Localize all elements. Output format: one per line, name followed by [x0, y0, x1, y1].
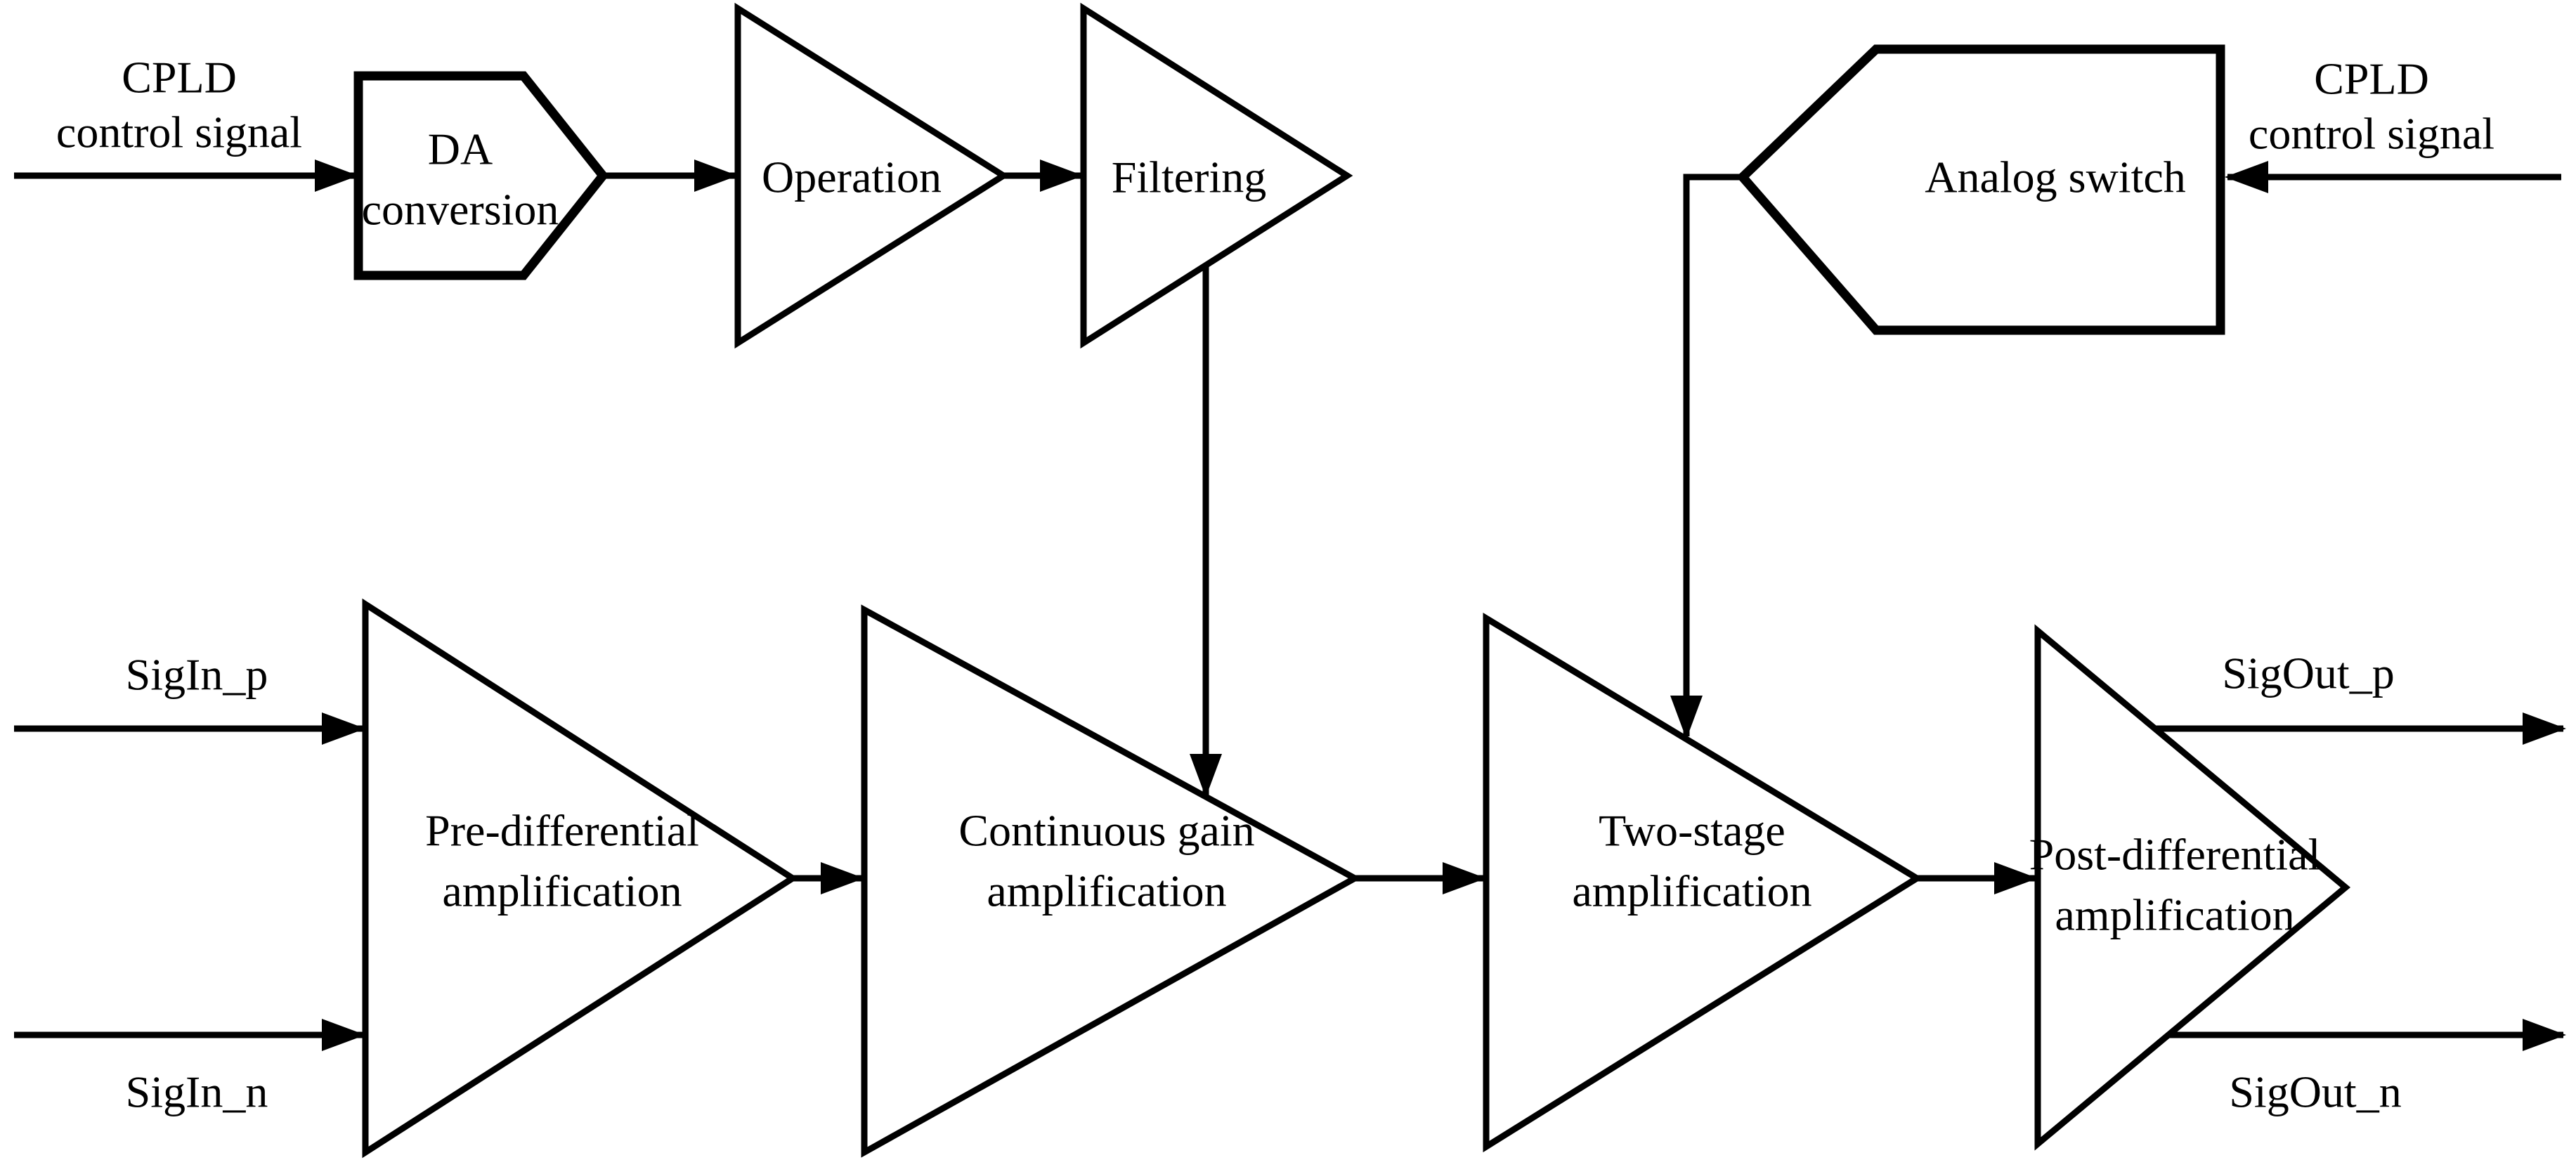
- post-differential-label-line2: amplification: [2055, 890, 2294, 940]
- sigout-p-label: SigOut_p: [2222, 649, 2394, 698]
- analog-switch-label: Analog switch: [1925, 152, 2186, 202]
- cpld-right-label-line2: control signal: [2249, 109, 2494, 159]
- da-conversion-label-line2: conversion: [362, 185, 559, 235]
- continuous-gain-label-line1: Continuous gain: [958, 806, 1254, 856]
- pre-differential-label-line1: Pre-differential: [425, 806, 699, 856]
- continuous-gain-block: [861, 604, 1362, 1158]
- da-conversion-block: [353, 71, 609, 280]
- post-differential-label-line1: Post-differential: [2029, 830, 2321, 880]
- cpld-left-label-line2: control signal: [56, 107, 302, 157]
- filtering-block: [1080, 2, 1353, 349]
- operation-block: [734, 2, 1010, 349]
- pre-differential-label-line2: amplification: [442, 866, 682, 916]
- pre-differential-block: [362, 598, 799, 1159]
- two-stage-label-line2: amplification: [1572, 866, 1811, 916]
- cpld-right-label-line1: CPLD: [2314, 54, 2429, 104]
- two-stage-block: [1483, 613, 1923, 1153]
- analog-switch-block: [1736, 44, 2225, 335]
- two-stage-label-line1: Two-stage: [1599, 806, 1785, 856]
- operation-label: Operation: [762, 152, 942, 202]
- sigout-n-label: SigOut_n: [2229, 1067, 2401, 1117]
- post-differential-block: [2034, 624, 2351, 1151]
- cpld-left-label-line1: CPLD: [122, 53, 237, 103]
- da-conversion-label-line1: DA: [428, 124, 493, 174]
- sigin-n-label: SigIn_n: [126, 1067, 268, 1117]
- sigin-p-label: SigIn_p: [126, 650, 268, 700]
- continuous-gain-label-line2: amplification: [987, 866, 1226, 916]
- analog-switch-to-two-stage-arrow: [1670, 174, 1743, 739]
- filtering-label: Filtering: [1112, 152, 1266, 202]
